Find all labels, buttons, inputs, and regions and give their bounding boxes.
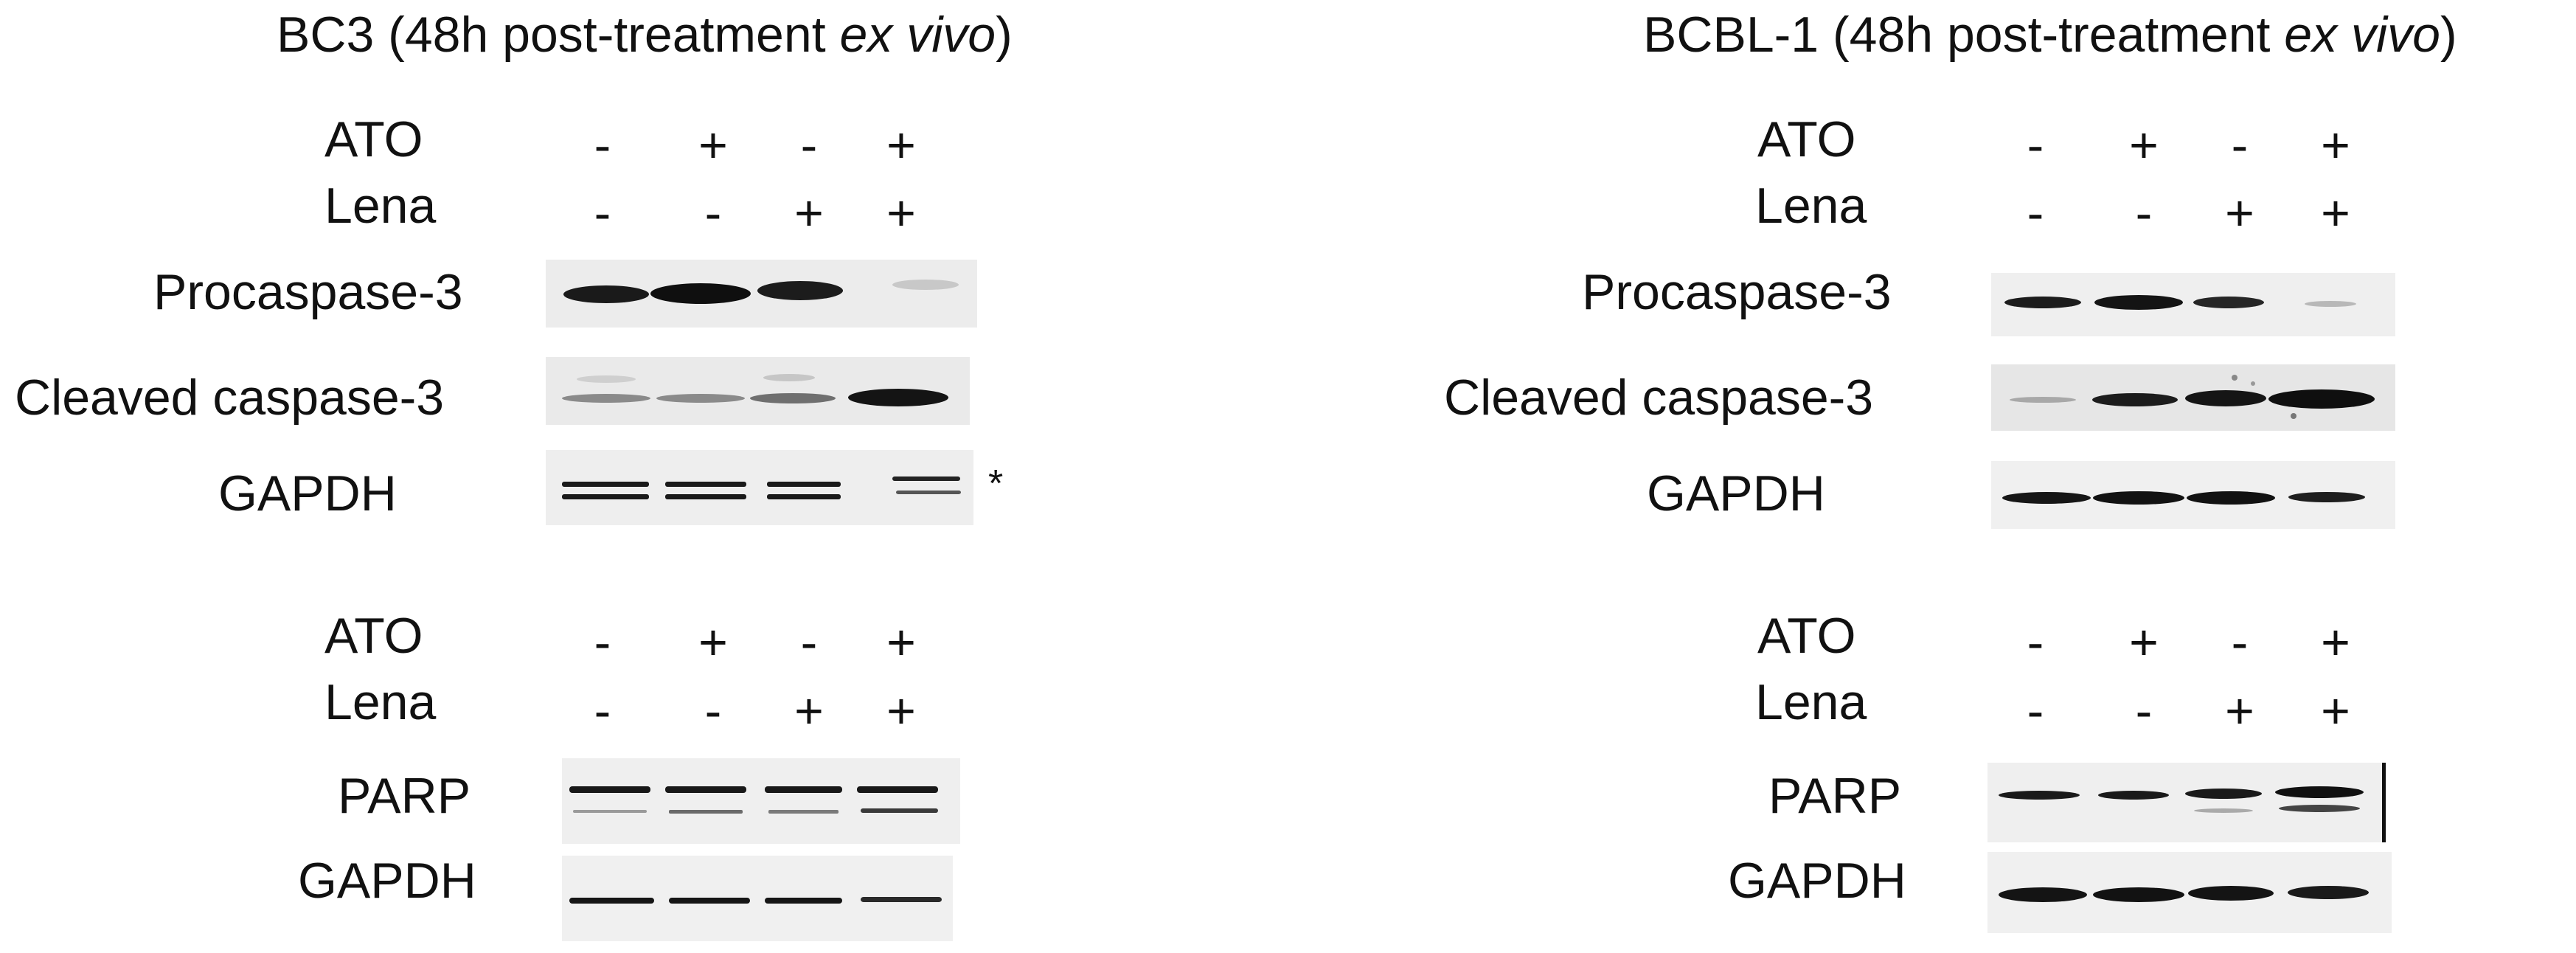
lena-label: Lena [324, 674, 437, 730]
ato-sign: - [594, 117, 611, 173]
band-label-gapdh: GAPDH [298, 853, 476, 909]
band-label-cleaved-caspase3: Cleaved caspase-3 [1444, 370, 1874, 426]
ato-sign: + [886, 117, 916, 173]
ato-sign: + [2129, 614, 2159, 670]
band-label-gapdh: GAPDH [1728, 853, 1906, 909]
lena-sign: - [2027, 683, 2044, 739]
blot-cleaved-caspase3 [546, 357, 970, 425]
lena-sign: + [794, 683, 824, 739]
blot-procaspase3 [546, 260, 977, 328]
lena-sign: - [2027, 185, 2044, 241]
lena-label: Lena [1755, 674, 1867, 730]
lena-label: Lena [1755, 178, 1867, 234]
asterisk-marker: * [988, 462, 1004, 505]
lena-sign: + [886, 683, 916, 739]
ato-sign: + [2129, 117, 2159, 173]
band-label-cleaved-caspase3: Cleaved caspase-3 [15, 370, 445, 426]
ato-sign: - [800, 614, 818, 670]
blot-parp [562, 758, 960, 844]
ato-sign: + [886, 614, 916, 670]
band-label-procaspase3: Procaspase-3 [153, 264, 463, 320]
lena-sign: - [704, 683, 722, 739]
ato-sign: + [698, 614, 728, 670]
lena-sign: + [2225, 185, 2254, 241]
band-label-procaspase3: Procaspase-3 [1582, 264, 1892, 320]
ato-label: ATO [1757, 608, 1856, 664]
blot-gapdh [1991, 461, 2395, 529]
panel-title-bc3: BC3 (48h post-treatment ex vivo) [277, 7, 1013, 63]
blot-gapdh [546, 450, 973, 525]
lena-sign: - [2135, 185, 2153, 241]
lena-sign: + [2225, 683, 2254, 739]
ato-sign: - [800, 117, 818, 173]
lena-sign: + [794, 185, 824, 241]
blot-gapdh [1987, 852, 2392, 933]
blot-parp [1987, 763, 2386, 842]
ato-sign: - [594, 614, 611, 670]
band-label-gapdh: GAPDH [218, 465, 397, 521]
lena-label: Lena [324, 178, 437, 234]
lena-sign: - [2135, 683, 2153, 739]
lena-sign: + [2321, 185, 2350, 241]
ato-sign: - [2027, 117, 2044, 173]
ato-sign: + [2321, 117, 2350, 173]
ato-label: ATO [324, 608, 423, 664]
blot-gapdh [562, 856, 953, 941]
lena-sign: + [886, 185, 916, 241]
lena-sign: - [704, 185, 722, 241]
lena-sign: - [594, 185, 611, 241]
ato-sign: - [2027, 614, 2044, 670]
lena-sign: - [594, 683, 611, 739]
ato-sign: - [2231, 117, 2249, 173]
ato-sign: - [2231, 614, 2249, 670]
ato-sign: + [698, 117, 728, 173]
band-label-parp: PARP [338, 768, 471, 824]
blot-cleaved-caspase3 [1991, 364, 2395, 431]
band-label-gapdh: GAPDH [1647, 465, 1825, 521]
ato-sign: + [2321, 614, 2350, 670]
blot-procaspase3 [1991, 273, 2395, 336]
band-label-parp: PARP [1768, 768, 1902, 824]
ato-label: ATO [324, 111, 423, 167]
lena-sign: + [2321, 683, 2350, 739]
panel-title-bcbl1: BCBL-1 (48h post-treatment ex vivo) [1643, 7, 2457, 63]
ato-label: ATO [1757, 111, 1856, 167]
